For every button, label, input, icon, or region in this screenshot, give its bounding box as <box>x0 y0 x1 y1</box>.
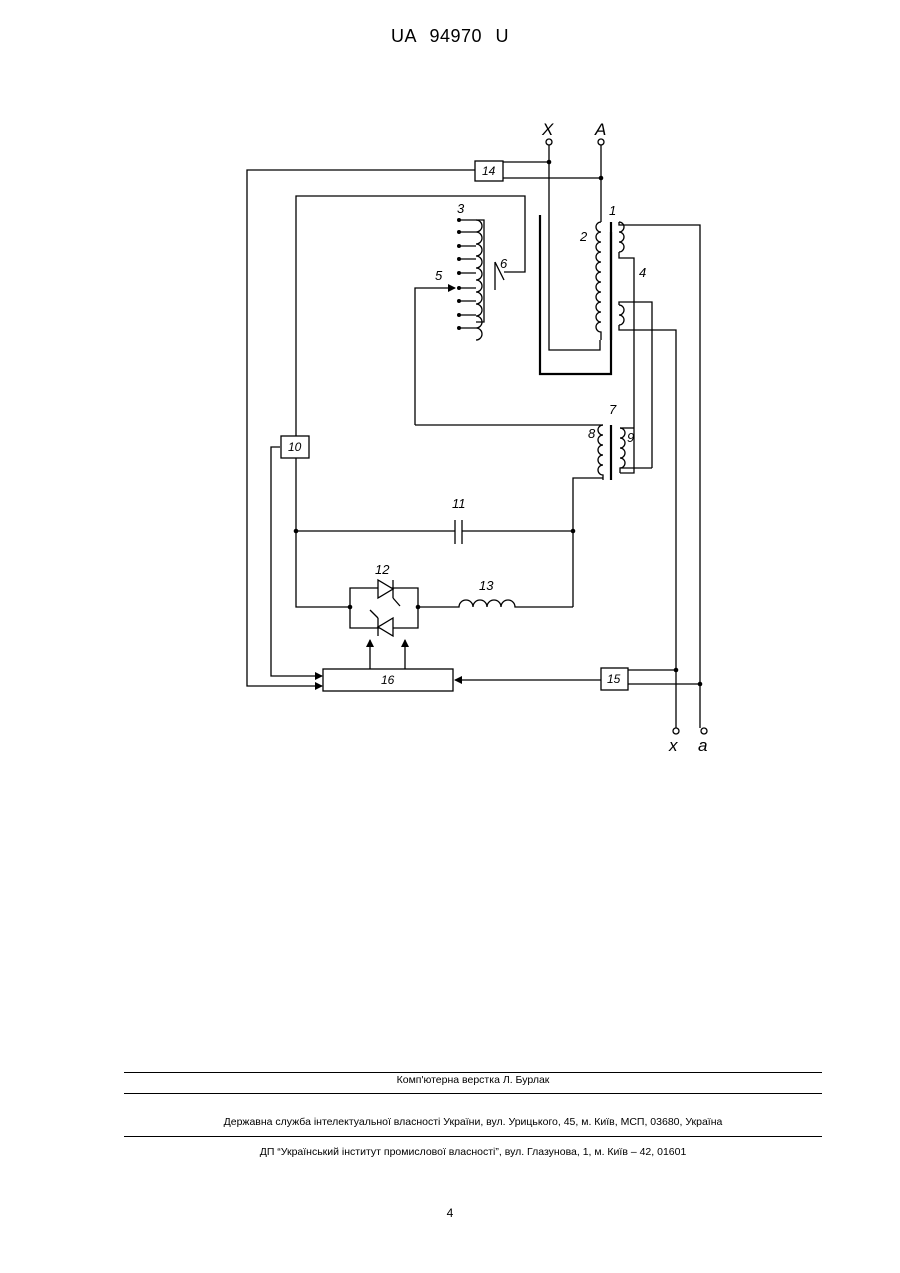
footer-divider <box>124 1093 822 1094</box>
block-14-label: 14 <box>482 164 496 178</box>
winding-8 <box>598 425 603 480</box>
label-5: 5 <box>435 268 443 283</box>
terminal-x-upper <box>546 139 552 145</box>
label-7: 7 <box>609 402 617 417</box>
footer-divider <box>124 1136 822 1137</box>
terminal-a-upper-label: A <box>594 120 606 139</box>
tap-selector-5 <box>415 288 455 425</box>
label-6: 6 <box>500 256 508 271</box>
label-4: 4 <box>639 265 646 280</box>
label-8: 8 <box>588 426 596 441</box>
secondary-winding-1 <box>619 222 624 252</box>
institute-address: ДП “Український інститут промислової вла… <box>124 1146 822 1158</box>
capacitor-11 <box>294 520 576 544</box>
winding-9 <box>620 428 625 473</box>
terminal-x-upper-label: X <box>541 120 554 139</box>
main-transformer-wiring <box>503 145 603 350</box>
terminal-x-lower-label: x <box>668 736 678 755</box>
label-12: 12 <box>375 562 390 577</box>
terminal-x-lower <box>673 728 679 734</box>
label-2: 2 <box>579 229 588 244</box>
block-16-label: 16 <box>381 673 395 687</box>
footer-divider <box>124 1072 822 1073</box>
terminal-a-lower <box>701 728 707 734</box>
primary-winding-2 <box>596 222 601 340</box>
terminal-a-upper <box>598 139 604 145</box>
winding-4 <box>619 305 624 325</box>
circuit-diagram: X A <box>0 0 900 800</box>
terminal-a-lower-label: a <box>698 736 707 755</box>
page-number: 4 <box>0 1206 900 1220</box>
label-9: 9 <box>627 430 634 445</box>
office-address: Державна служба інтелектуальної власност… <box>124 1116 822 1128</box>
label-3: 3 <box>457 201 465 216</box>
label-1: 1 <box>609 203 616 218</box>
block-10-label: 10 <box>288 440 302 454</box>
label-11: 11 <box>452 496 466 511</box>
label-13: 13 <box>479 578 494 593</box>
thyristor-pair-12 <box>296 458 420 636</box>
tapped-winding-3 <box>457 218 504 340</box>
block-15-label: 15 <box>607 672 621 686</box>
layout-credit: Комп'ютерна верстка Л. Бурлак <box>124 1074 822 1086</box>
inductor-13 <box>418 600 573 607</box>
